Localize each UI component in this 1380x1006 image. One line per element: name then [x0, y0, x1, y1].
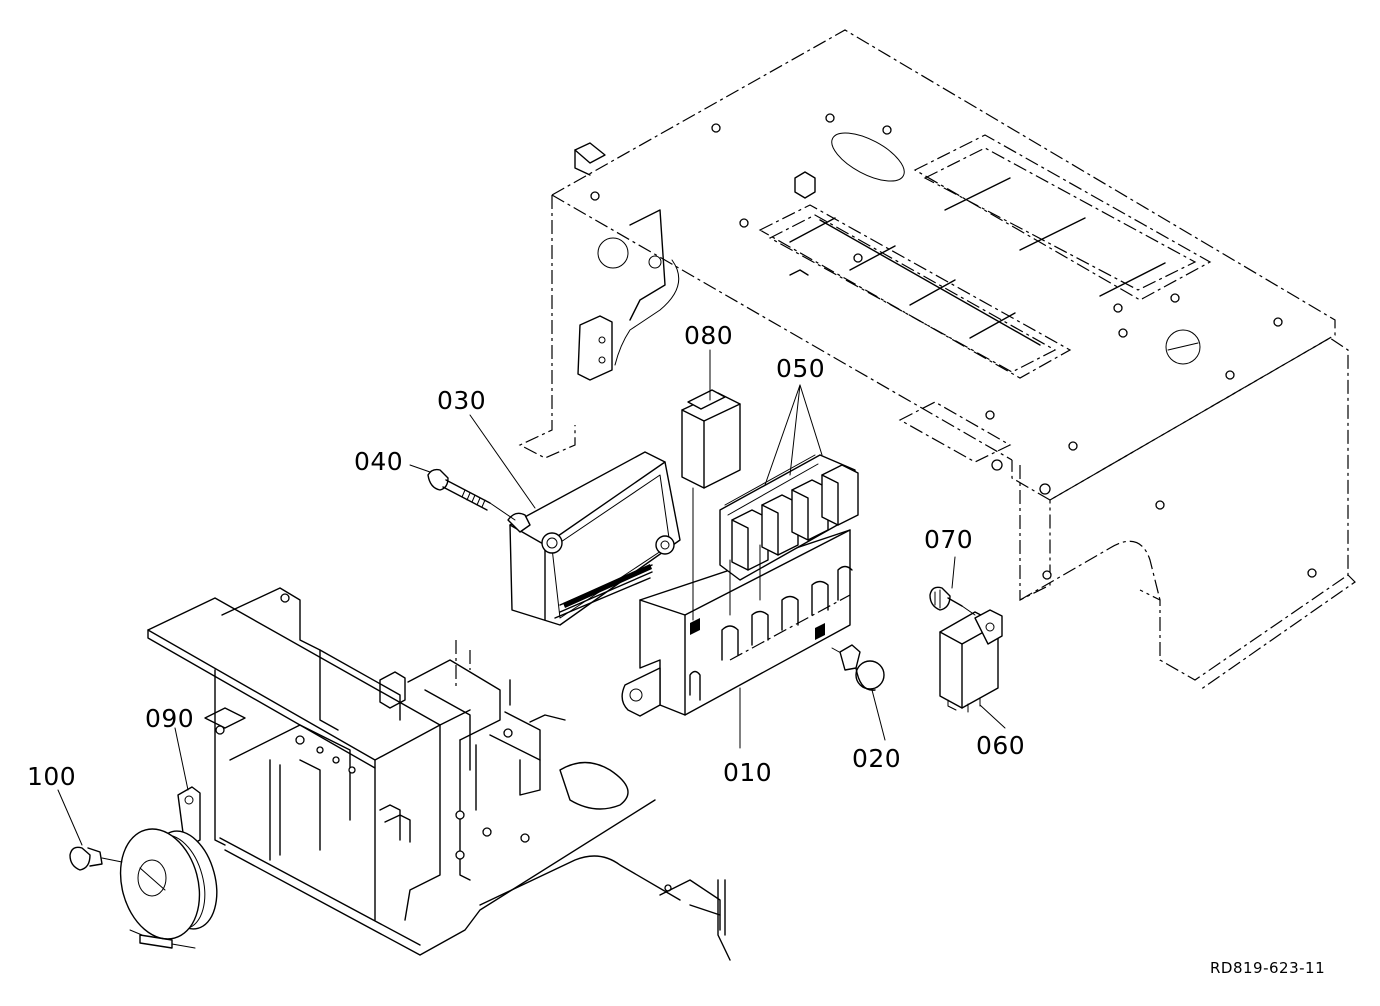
drawing-reference-code: RD819-623-11 — [1210, 959, 1326, 977]
label-part-020: 020 — [852, 744, 902, 773]
part-100-bolt — [69, 846, 123, 871]
label-part-070: 070 — [924, 525, 974, 554]
part-010-bracket — [621, 529, 853, 717]
part-080-relay — [681, 389, 741, 621]
lower-frame — [147, 587, 731, 961]
label-part-030: 030 — [437, 386, 487, 415]
label-part-050: 050 — [776, 354, 826, 383]
upper-frame — [518, 29, 1356, 691]
label-part-080: 080 — [684, 321, 734, 350]
label-part-010: 010 — [723, 758, 773, 787]
part-050-relays — [719, 454, 859, 616]
label-part-100: 100 — [27, 762, 77, 791]
part-070-bolt — [929, 586, 976, 616]
label-part-040: 040 — [354, 447, 404, 476]
part-030-control-unit — [507, 451, 681, 626]
part-040-bolt — [427, 468, 516, 521]
label-part-060: 060 — [976, 731, 1026, 760]
part-020-bolt — [831, 644, 885, 691]
part-090-horn — [119, 786, 218, 949]
part-060-relay — [939, 609, 1003, 713]
label-part-090: 090 — [145, 704, 195, 733]
leader-lines — [57, 349, 1006, 846]
